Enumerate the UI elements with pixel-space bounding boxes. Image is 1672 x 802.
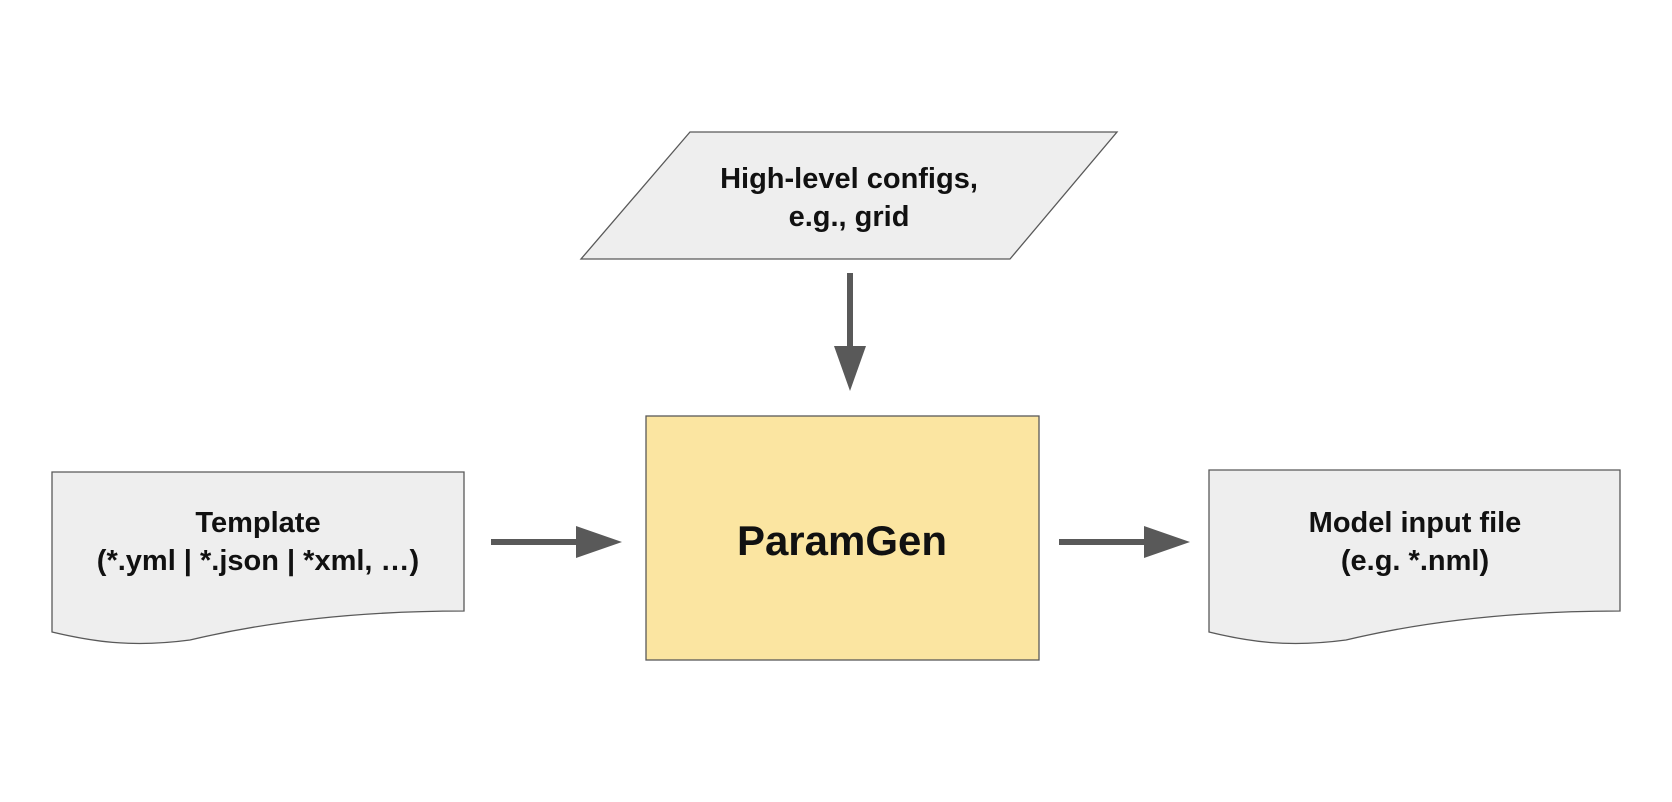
output-label-line1: Model input file <box>1309 507 1522 539</box>
arrow-core-to-output <box>1059 526 1190 558</box>
config-parallelogram <box>579 131 1119 260</box>
paramgen-box <box>645 415 1040 661</box>
template-document-shape <box>51 471 465 645</box>
arrow-template-to-core <box>491 526 622 558</box>
arrow-core-to-output-head <box>1144 526 1190 558</box>
template-label-line1: Template <box>195 507 320 539</box>
config-node: High-level configs, e.g., grid <box>579 131 1119 260</box>
config-label-line2: e.g., grid <box>789 201 910 233</box>
output-label-line2: (e.g. *.nml) <box>1341 545 1489 577</box>
arrow-config-to-core <box>834 273 866 391</box>
arrow-template-to-core-head <box>576 526 622 558</box>
output-node: Model input file (e.g. *.nml) <box>1208 469 1621 645</box>
template-label-line2: (*.yml | *.json | *xml, …) <box>97 545 419 577</box>
config-label-line1: High-level configs, <box>720 163 978 195</box>
output-document-shape <box>1208 469 1621 645</box>
arrow-config-to-core-head <box>834 346 866 391</box>
template-node: Template (*.yml | *.json | *xml, …) <box>51 471 465 645</box>
paramgen-label: ParamGen <box>737 517 947 564</box>
paramgen-node: ParamGen <box>645 415 1040 661</box>
